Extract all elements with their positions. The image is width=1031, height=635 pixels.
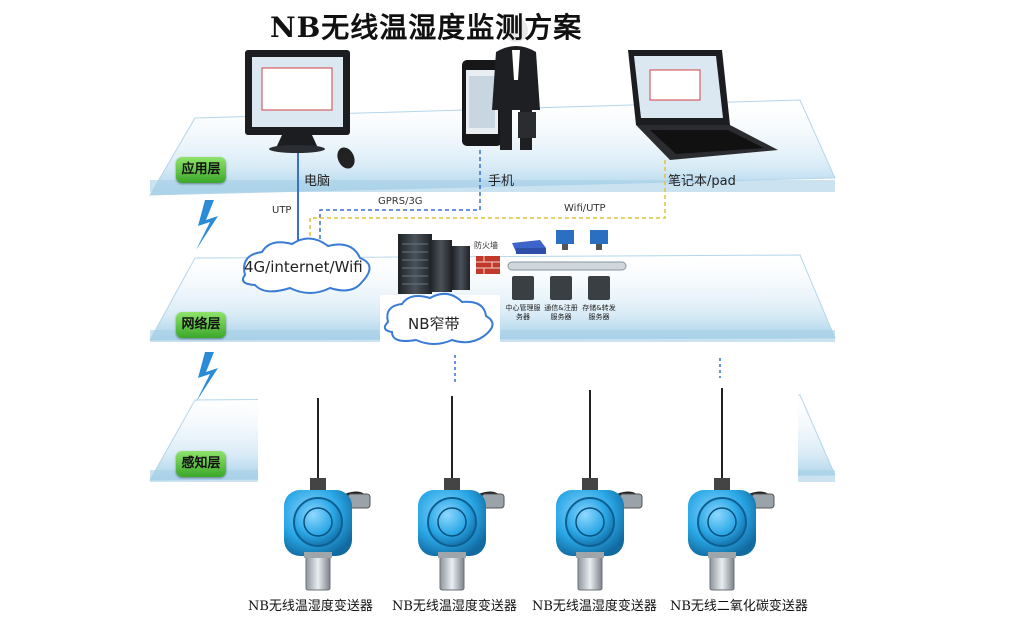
- server-rack-icon: [398, 234, 470, 294]
- device-label: NB无线温湿度变送器: [392, 599, 517, 614]
- firewall-label: 防火墙: [474, 241, 498, 250]
- server-label: 通信&注册服务器: [544, 304, 578, 321]
- lan-bus: [507, 261, 627, 271]
- server-label: 中心管理服务器: [505, 304, 541, 321]
- transmitter-device-icon: [418, 396, 505, 591]
- gprs-label: GPRS/3G: [378, 196, 423, 207]
- nb-cloud-label: NB窄带: [408, 315, 460, 333]
- computer-label: 电脑: [304, 174, 331, 189]
- server-label: 存储&转发服务器: [582, 304, 616, 321]
- server-unit-icon: [512, 276, 610, 300]
- layer-tag-perception: 感知层: [176, 451, 226, 477]
- layer-tag-application: 应用层: [176, 157, 226, 183]
- internet-cloud: [242, 237, 371, 294]
- lightning-icon: [196, 200, 218, 250]
- layer-tag-network: 网络层: [176, 312, 226, 338]
- transmitter-device-icon: [688, 388, 775, 591]
- network-switch-icon: [512, 240, 546, 254]
- utp-label: UTP: [272, 205, 292, 216]
- transmitter-device-icon: [556, 390, 643, 591]
- device-label: NB无线温湿度变送器: [248, 599, 373, 614]
- transmitter-device-icon: [284, 398, 371, 591]
- workstation-icon: [556, 230, 608, 250]
- device-label: NB无线二氧化碳变送器: [670, 599, 808, 614]
- smartphone-icon: [462, 60, 502, 146]
- businessman-icon: [492, 18, 540, 150]
- laptop-icon: [628, 50, 778, 160]
- device-label: NB无线温湿度变送器: [532, 599, 657, 614]
- device-group: [284, 388, 775, 591]
- internet-cloud-label: 4G/internet/Wifi: [244, 258, 363, 276]
- phone-label: 手机: [488, 174, 515, 189]
- gprs-link: [319, 150, 481, 262]
- nb-cloud: [383, 292, 494, 345]
- page-title: NB无线温湿度监测方案: [270, 11, 583, 44]
- laptop-label: 笔记本/pad: [668, 174, 736, 189]
- lightning-icon: [196, 352, 218, 402]
- desktop-monitor-icon: [245, 50, 355, 169]
- firewall-icon: [476, 256, 500, 274]
- wifi-utp-label: Wifi/UTP: [564, 203, 606, 214]
